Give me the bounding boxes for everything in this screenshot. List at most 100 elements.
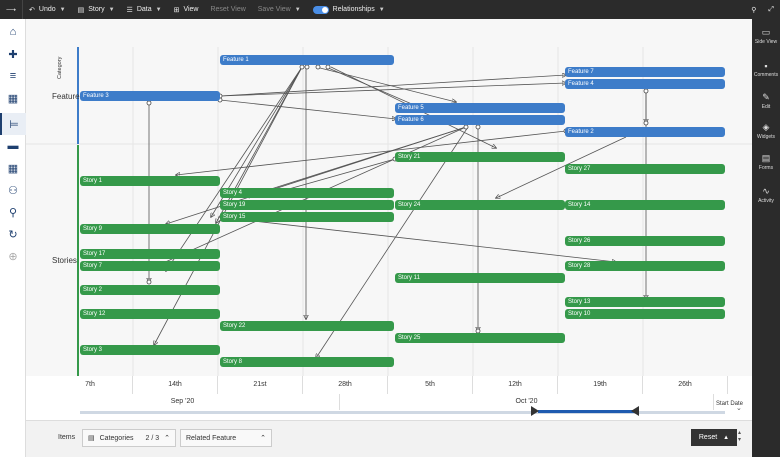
story-bar[interactable]: Story 3 bbox=[80, 345, 220, 355]
board-icon[interactable]: ▬ bbox=[7, 140, 19, 152]
story-bar[interactable]: Story 24 bbox=[395, 200, 565, 210]
calendar-icon[interactable]: ▦ bbox=[7, 162, 19, 175]
range-slider-track[interactable] bbox=[80, 411, 725, 414]
story-bar[interactable]: Story 15 bbox=[220, 212, 394, 222]
data-label: Data bbox=[136, 6, 152, 13]
toolbar-right-group: ⚲ ⤢ bbox=[745, 0, 780, 19]
story-bar[interactable]: Story 28 bbox=[565, 261, 725, 271]
expand-icon: ⤢ bbox=[768, 5, 774, 13]
story-bar[interactable]: Story 8 bbox=[220, 357, 394, 367]
row-label-stories: Stories bbox=[52, 256, 77, 265]
chevron-down-icon[interactable]: ▼ bbox=[294, 6, 301, 13]
chevron-up-icon: ⌃ bbox=[164, 435, 170, 442]
story-bar[interactable]: Story 21 bbox=[395, 152, 565, 162]
database-icon[interactable]: ≡ bbox=[9, 70, 17, 82]
story-bar[interactable]: Story 4 bbox=[220, 188, 394, 198]
week-label: 12th bbox=[473, 376, 558, 394]
chevron-down-icon[interactable]: ▼ bbox=[155, 6, 162, 13]
story-bar[interactable]: Story 17 bbox=[80, 249, 220, 259]
activity-button[interactable]: ∿Activity bbox=[752, 186, 780, 204]
reset-button[interactable]: Reset ▲ bbox=[691, 429, 737, 446]
home-icon[interactable]: ⌂ bbox=[9, 26, 17, 38]
view-button[interactable]: ⊞ View bbox=[168, 0, 205, 19]
back-button[interactable]: ⟶ bbox=[0, 0, 22, 19]
comments-button[interactable]: ▪Comments bbox=[752, 61, 780, 78]
chevron-down-icon[interactable]: ▼ bbox=[378, 6, 385, 13]
edit-label: Edit bbox=[761, 104, 771, 110]
search-icon[interactable]: ⚲ bbox=[8, 206, 18, 219]
story-bar[interactable]: Story 27 bbox=[565, 164, 725, 174]
undo-label: Undo bbox=[38, 6, 56, 13]
story-bar[interactable]: Story 22 bbox=[220, 321, 394, 331]
month-label: Sep '20 bbox=[26, 394, 340, 410]
related-feature-selector[interactable]: Related Feature ⌃ bbox=[180, 429, 272, 447]
week-label: 14th bbox=[133, 376, 218, 394]
story-label: Story bbox=[88, 6, 105, 13]
story-bar[interactable]: Story 10 bbox=[565, 309, 725, 319]
grid-icon: ⊞ bbox=[173, 6, 180, 14]
range-end-handle[interactable] bbox=[631, 406, 639, 416]
story-bar[interactable]: Story 12 bbox=[80, 309, 220, 319]
reset-label: Reset bbox=[698, 434, 718, 441]
story-button[interactable]: ▤ Story ▼ bbox=[72, 0, 121, 19]
scroll-arrows-icon[interactable]: ▴▾ bbox=[738, 430, 742, 443]
story-bar[interactable]: Story 1 bbox=[80, 176, 220, 186]
dashboard-icon[interactable]: ▦ bbox=[7, 92, 19, 105]
add-icon[interactable]: ⊕ bbox=[8, 250, 18, 263]
toggle-switch[interactable] bbox=[312, 5, 329, 14]
timeline-board: Category Feature Stories Feature 1 Featu… bbox=[26, 19, 752, 376]
story-bar[interactable]: Story 13 bbox=[565, 297, 725, 307]
forms-icon: ▤ bbox=[761, 153, 771, 163]
hierarchy-icon[interactable]: ⚇ bbox=[8, 184, 18, 197]
side-view-button[interactable]: ▭Side View bbox=[752, 27, 780, 45]
chevron-down-icon[interactable]: ▼ bbox=[108, 6, 115, 13]
week-label: 28th bbox=[303, 376, 388, 394]
comments-label: Comments bbox=[753, 72, 779, 78]
relationships-label: Relationships bbox=[332, 6, 375, 13]
week-label: 7th bbox=[48, 376, 133, 394]
story-bar[interactable]: Story 14 bbox=[565, 200, 725, 210]
puzzle-icon[interactable]: ✚ bbox=[8, 48, 18, 61]
stories-row-marker bbox=[77, 145, 79, 376]
feature-bar[interactable]: Feature 4 bbox=[565, 79, 725, 89]
feature-bar[interactable]: Feature 5 bbox=[395, 103, 565, 113]
relationships-toggle[interactable]: Relationships ▼ bbox=[307, 0, 391, 19]
refresh-icon[interactable]: ↻ bbox=[8, 228, 18, 241]
forms-button[interactable]: ▤Forms bbox=[752, 153, 780, 171]
reset-view-button[interactable]: Reset View bbox=[204, 0, 251, 19]
range-slider-selection[interactable] bbox=[538, 410, 638, 413]
edit-button[interactable]: ✎Edit bbox=[752, 92, 780, 110]
widgets-button[interactable]: ◈Widgets bbox=[752, 122, 780, 140]
chevron-up-icon[interactable]: ▲ bbox=[723, 434, 730, 441]
category-axis-label: Category bbox=[57, 56, 63, 79]
feature-bar[interactable]: Feature 7 bbox=[565, 67, 725, 77]
undo-button[interactable]: ↶ Undo ▼ bbox=[23, 0, 72, 19]
story-bar[interactable]: Story 25 bbox=[395, 333, 565, 343]
story-bar[interactable]: Story 2 bbox=[80, 285, 220, 295]
save-view-label: Save View bbox=[257, 6, 291, 13]
save-view-button[interactable]: Save View ▼ bbox=[252, 0, 307, 19]
story-bar[interactable]: Story 9 bbox=[80, 224, 220, 234]
feature-bar[interactable]: Feature 1 bbox=[220, 55, 394, 65]
feature-bar[interactable]: Feature 3 bbox=[80, 91, 220, 101]
data-button[interactable]: ☰ Data ▼ bbox=[121, 0, 168, 19]
arrow-right-icon: ⟶ bbox=[6, 6, 17, 14]
feature-bar[interactable]: Feature 2 bbox=[565, 127, 725, 137]
range-start-handle[interactable] bbox=[531, 406, 539, 416]
story-bar[interactable]: Story 26 bbox=[565, 236, 725, 246]
chevron-down-icon[interactable]: ▼ bbox=[59, 6, 66, 13]
side-view-icon: ▭ bbox=[761, 27, 771, 37]
story-bar[interactable]: Story 11 bbox=[395, 273, 565, 283]
story-bar[interactable]: Story 19 bbox=[220, 200, 394, 210]
categories-count: 2 / 3 bbox=[145, 434, 160, 442]
search-button[interactable]: ⚲ bbox=[745, 0, 762, 19]
timeline-view-icon[interactable]: ⊨ bbox=[0, 113, 26, 135]
timeline-axis: 7th 14th 21st 28th 5th 12th 19th 26th Se… bbox=[26, 376, 752, 420]
expand-button[interactable]: ⤢ bbox=[762, 0, 780, 19]
reset-view-label: Reset View bbox=[210, 6, 246, 13]
feature-bar[interactable]: Feature 6 bbox=[395, 115, 565, 125]
month-label: Oct '20 bbox=[340, 394, 714, 410]
story-bar[interactable]: Story 7 bbox=[80, 261, 220, 271]
categories-selector[interactable]: ▤ Categories 2 / 3 ⌃ bbox=[82, 429, 176, 447]
chevron-down-icon[interactable]: ⌄ bbox=[736, 405, 742, 412]
